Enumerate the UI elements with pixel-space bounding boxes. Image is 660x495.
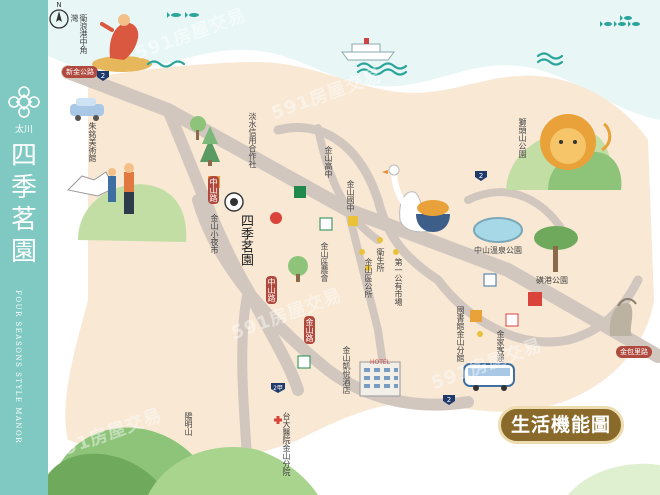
svg-text:N: N bbox=[56, 1, 61, 9]
brand-company: 太川 bbox=[14, 125, 33, 135]
hospital-icon bbox=[274, 416, 282, 424]
seven-eleven-icon bbox=[319, 217, 333, 231]
pharmacy-icon bbox=[505, 313, 519, 327]
label-art-museum: 朱銘美術館 bbox=[88, 122, 97, 162]
svg-text:2: 2 bbox=[479, 172, 483, 180]
route-shield-icon-3: 2 bbox=[475, 171, 487, 181]
hotel-building bbox=[359, 361, 401, 397]
label-middle-school: 金山國中 bbox=[346, 180, 355, 212]
road-label-vertical-left: 中山路 bbox=[208, 176, 219, 204]
label-hotel-sign: HOTEL bbox=[370, 359, 391, 366]
post-office-icon bbox=[270, 212, 282, 224]
brand-logo-icon bbox=[8, 86, 40, 118]
label-high-school: 金山高中 bbox=[324, 146, 333, 178]
label-hotspring-park: 中山溫泉公園 bbox=[474, 246, 522, 255]
compass-icon: N bbox=[49, 1, 69, 29]
label-old-house: 金家客運 bbox=[496, 330, 505, 362]
lion-illustration bbox=[540, 114, 612, 170]
label-credit-union: 淡水信用合作社 bbox=[248, 112, 257, 168]
label-health-center: 衛生所 bbox=[376, 248, 385, 272]
brand-sidebar: 太川 四季茗園 FOUR SEASONS STYLE MANOR bbox=[0, 0, 48, 495]
mcdonalds-icon bbox=[528, 292, 542, 306]
label-yangming: 陽明山 bbox=[184, 412, 193, 436]
rock-icon bbox=[609, 298, 637, 336]
road-label-top-left: 新金公路 bbox=[62, 66, 98, 78]
label-project: 四季茗園 bbox=[238, 214, 253, 266]
road-label-diagonal: 中山路 bbox=[266, 276, 277, 304]
bank-icon bbox=[294, 186, 306, 198]
route-shield-icon: 2 bbox=[97, 71, 109, 81]
brand-english-name: FOUR SEASONS STYLE MANOR bbox=[14, 290, 22, 445]
waves bbox=[146, 52, 564, 76]
label-public-market: 第一公有市場 bbox=[394, 258, 403, 306]
tree-icons bbox=[190, 116, 578, 282]
car-icon bbox=[70, 98, 104, 121]
art-museum-figures bbox=[66, 163, 134, 214]
label-library: 國書館金山分館 bbox=[456, 306, 465, 362]
road-label-right: 金包里路 bbox=[616, 346, 652, 358]
label-old-street: 磺港公園 bbox=[536, 276, 568, 285]
svg-text:2: 2 bbox=[101, 72, 105, 80]
label-lion-park: 獅頭山公園 bbox=[518, 118, 527, 158]
hotspring-pond bbox=[473, 217, 523, 243]
project-marker-dot bbox=[230, 198, 238, 206]
svg-text:2甲: 2甲 bbox=[273, 385, 283, 392]
map-illustration bbox=[48, 0, 660, 495]
dot-house bbox=[477, 331, 483, 337]
label-hotel: 金山凱悅酒店 bbox=[342, 346, 351, 394]
seven-eleven-icon-2 bbox=[297, 355, 311, 369]
fish-icons bbox=[167, 12, 640, 27]
bus-icon bbox=[463, 363, 515, 391]
label-night-market: 金山小夜市 bbox=[210, 214, 219, 254]
svg-text:2: 2 bbox=[447, 396, 451, 404]
map-area: 新金公路 金包里路 中山路 中山路 金山路 2 2甲 2 2 衛浪港中角灣 朱銘… bbox=[48, 0, 660, 495]
dot-health bbox=[377, 237, 383, 243]
dot-farmers bbox=[359, 249, 365, 255]
school-icon bbox=[348, 216, 358, 226]
label-farmers-assoc: 金山區農會 bbox=[320, 242, 329, 282]
library-icon bbox=[470, 310, 482, 322]
route-shield-2a-icon: 2甲 bbox=[271, 383, 285, 393]
label-surf: 衛浪港中角灣 bbox=[70, 14, 88, 54]
road-label-vertical-mid: 金山路 bbox=[304, 316, 315, 344]
brand-name: 四季茗園 bbox=[10, 141, 37, 267]
duck-rice-illustration bbox=[416, 200, 450, 232]
route-shield-icon-2: 2 bbox=[443, 395, 455, 405]
bank-icon-2 bbox=[483, 273, 497, 287]
ship-icon bbox=[341, 38, 395, 61]
label-township-office: 金山區公所 bbox=[364, 258, 373, 298]
life-function-badge: 生活機能圖 bbox=[498, 406, 624, 444]
dot-township bbox=[365, 265, 371, 271]
dot-market bbox=[393, 249, 399, 255]
label-hospital: 台大醫院金山分院 bbox=[282, 412, 291, 476]
surfer-illustration bbox=[92, 14, 152, 72]
